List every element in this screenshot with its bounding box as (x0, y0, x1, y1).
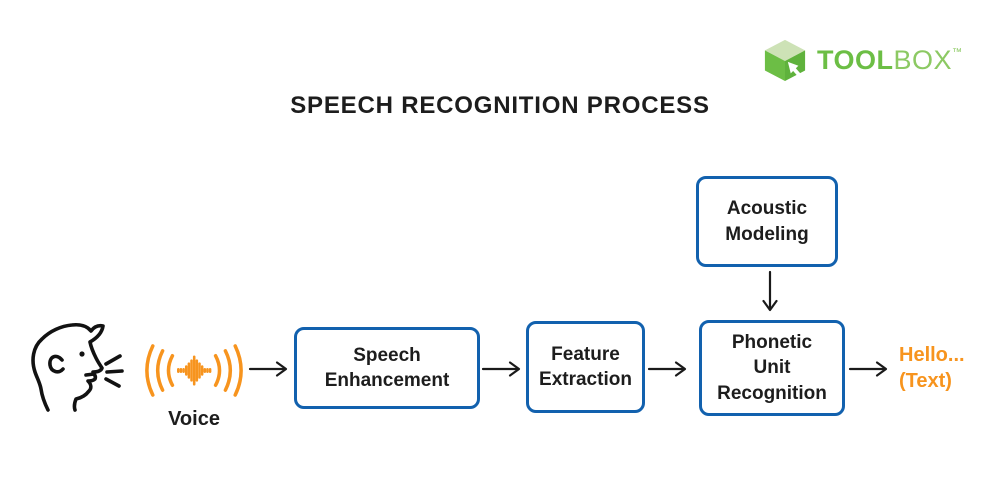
arrow-down-icon (761, 270, 779, 323)
arrow-right-icon (647, 360, 693, 383)
speaking-person-icon (16, 314, 124, 417)
toolbox-logo: TOOLBOX™ (762, 38, 962, 82)
logo-trademark: ™ (952, 46, 962, 58)
arrow-right-icon (848, 360, 894, 383)
node-speech-enhancement: Speech Enhancement (294, 327, 480, 409)
arrow-right-icon (248, 360, 294, 383)
node-feature-extraction: Feature Extraction (526, 321, 645, 413)
page-title: SPEECH RECOGNITION PROCESS (290, 92, 710, 119)
sound-wave-icon (141, 342, 247, 404)
logo-word-box: BOX (893, 44, 952, 75)
voice-label: Voice (168, 408, 220, 430)
node-phonetic-unit-recognition: Phonetic Unit Recognition (699, 320, 845, 416)
toolbox-logo-text: TOOLBOX™ (816, 44, 962, 75)
arrow-right-icon (481, 360, 527, 383)
logo-word-tool: TOOL (816, 44, 894, 75)
toolbox-cube-icon (762, 38, 808, 82)
output-text-label: Hello... (Text) (899, 344, 965, 392)
node-acoustic-modeling: Acoustic Modeling (696, 176, 838, 267)
